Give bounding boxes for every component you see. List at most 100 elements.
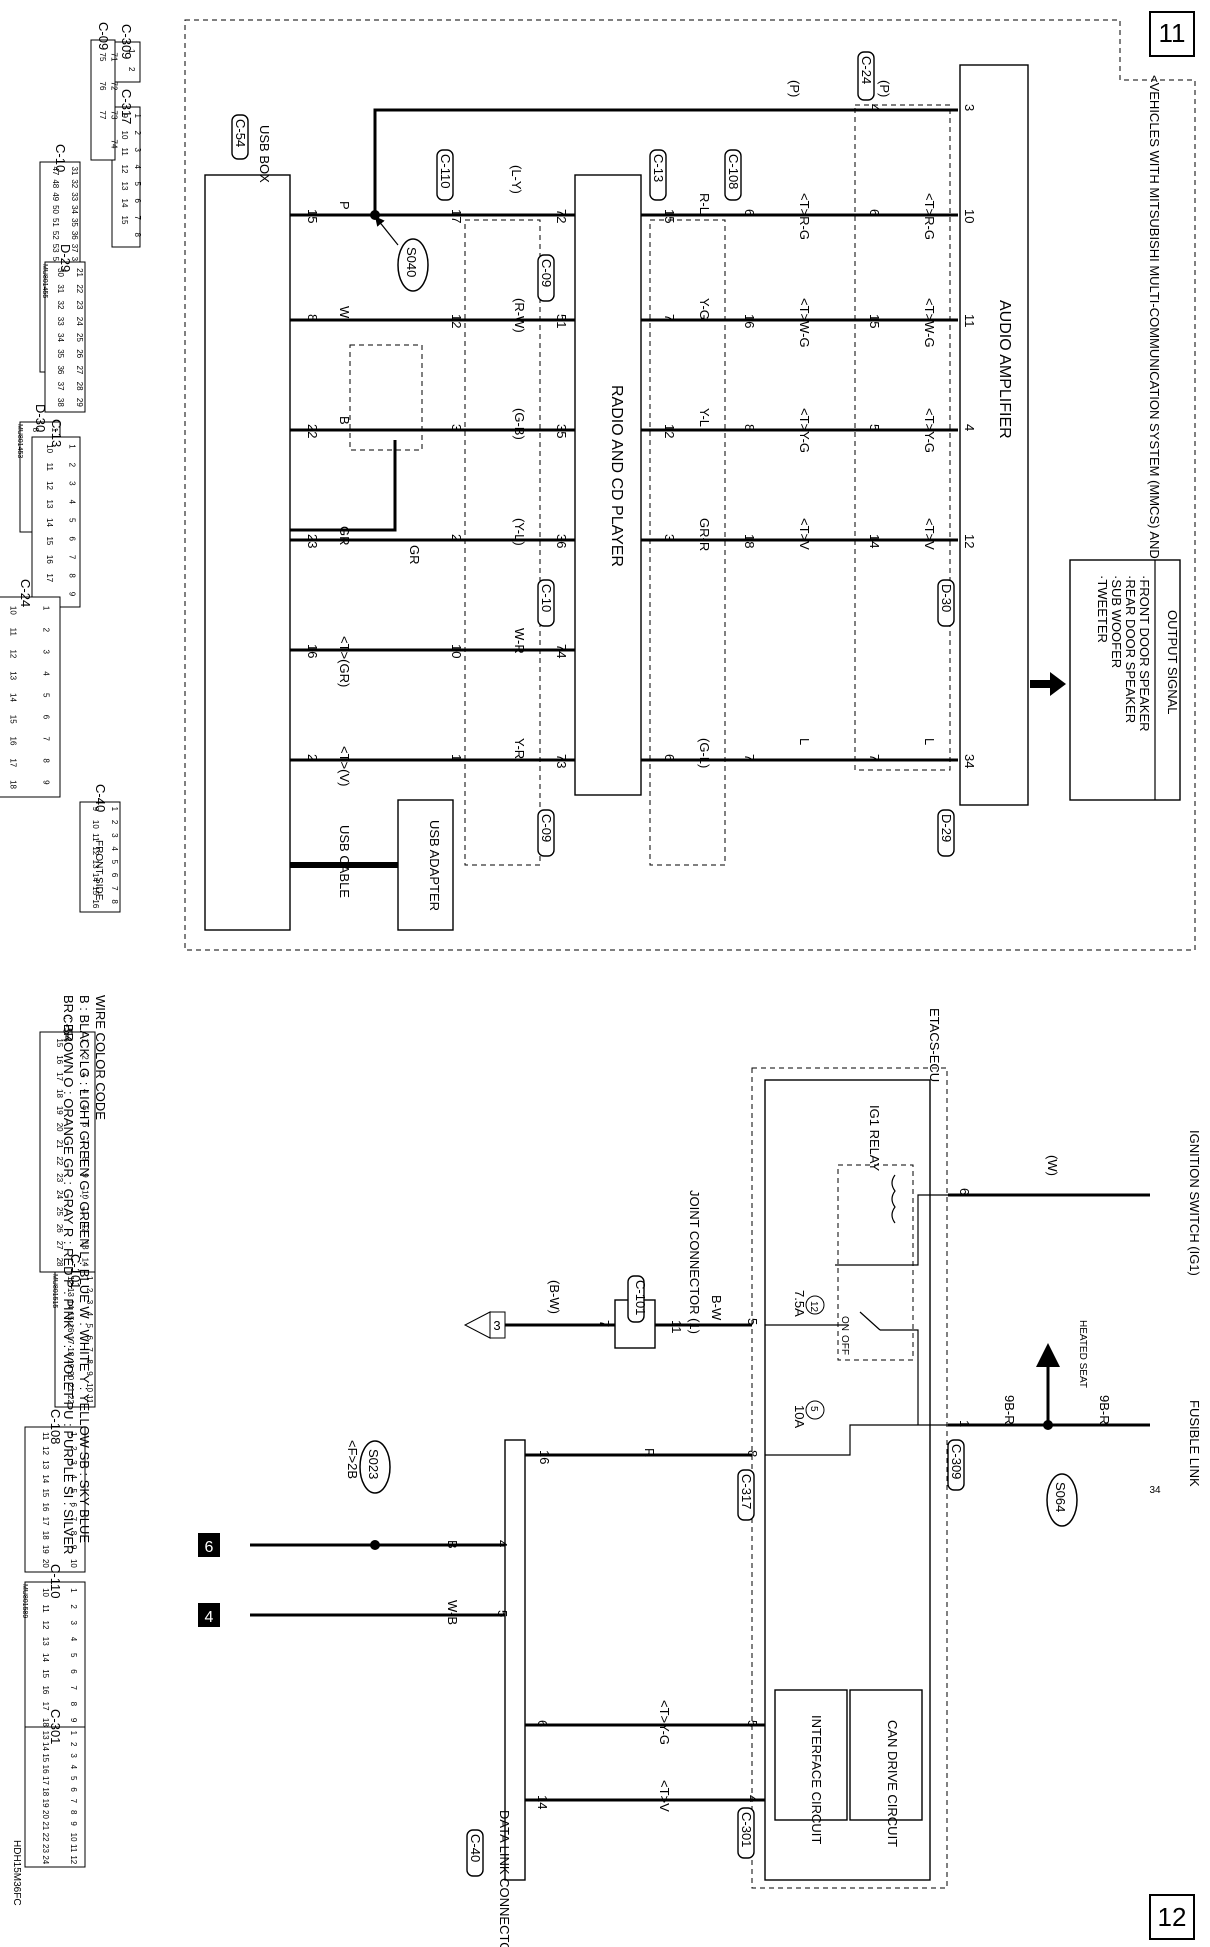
output-item-2: ·REAR DOOR SPEAKER xyxy=(1123,575,1138,723)
svg-text:34: 34 xyxy=(70,205,79,214)
svg-text:14: 14 xyxy=(45,518,54,527)
can-drive-box xyxy=(849,1689,923,1821)
svg-text:3: 3 xyxy=(68,481,77,486)
usb-adapter-box xyxy=(397,799,454,931)
connector-block-d-29: D-29212223242526272829303132333435363738… xyxy=(41,244,86,413)
svg-text:31: 31 xyxy=(56,284,65,293)
c24-pin-2: 15 xyxy=(867,314,882,328)
pin-j11: 11 xyxy=(669,1320,684,1334)
svg-text:8: 8 xyxy=(41,758,50,763)
svg-text:4: 4 xyxy=(85,1312,94,1317)
fuse-12: 12 7.5A xyxy=(792,1290,825,1317)
svg-text:20: 20 xyxy=(55,1123,64,1132)
svg-text:4: 4 xyxy=(110,846,119,851)
c13-pin-3: 12 xyxy=(662,424,677,438)
c13-wire-3: Y-L xyxy=(697,408,712,427)
svg-text:10: 10 xyxy=(69,1833,78,1842)
doc-code: HDH15M36FC xyxy=(11,1840,22,1906)
svg-text:32: 32 xyxy=(70,179,79,188)
svg-text:9: 9 xyxy=(69,1821,78,1826)
conn-c09b: C-09 xyxy=(537,809,555,857)
svg-text:18: 18 xyxy=(41,1787,50,1796)
ign-to-relay xyxy=(835,1194,948,1266)
usb-pin-3: 22 xyxy=(305,424,320,438)
svg-text:1: 1 xyxy=(41,606,50,611)
c13-harness xyxy=(649,219,726,866)
page-number-box-top xyxy=(1149,11,1195,57)
svg-text:2: 2 xyxy=(85,1288,94,1293)
svg-text:35: 35 xyxy=(70,218,79,227)
svg-text:3: 3 xyxy=(110,833,119,838)
data-link-label: DATA LINK CONNECTOR xyxy=(497,1810,512,1947)
svg-text:15: 15 xyxy=(120,216,129,225)
svg-text:14: 14 xyxy=(41,1474,50,1483)
svg-text:6: 6 xyxy=(110,873,119,878)
svg-text:B : BLACK LG : LIGHT GREEN: B : BLACK LG : LIGHT GREEN G : GREEN L :… xyxy=(77,995,92,1543)
svg-text:13: 13 xyxy=(81,1241,90,1250)
svg-text:5: 5 xyxy=(69,1653,78,1658)
svg-text:MU801589: MU801589 xyxy=(21,1584,28,1618)
wire-f2b: <F>2B xyxy=(345,1440,360,1479)
usb-adapter-label: USB ADAPTER xyxy=(427,820,442,911)
svg-text:2: 2 xyxy=(69,1604,78,1609)
svg-text:5: 5 xyxy=(85,1324,94,1329)
wire-wb-label: W-B xyxy=(445,1600,460,1625)
svg-text:16: 16 xyxy=(41,1765,50,1774)
svg-text:7: 7 xyxy=(133,216,142,221)
svg-text:15: 15 xyxy=(91,886,100,895)
pin-d6: 6 xyxy=(535,1720,550,1727)
ref-3-arrow xyxy=(463,1311,491,1339)
c110-pin-4: 2 xyxy=(449,534,464,541)
relay-coil xyxy=(891,1174,896,1224)
svg-text:1: 1 xyxy=(69,1588,78,1593)
conn-c09a: C-09 xyxy=(537,254,555,302)
output-item-4: ·TWEETER xyxy=(1095,575,1110,643)
svg-text:10: 10 xyxy=(120,131,129,140)
svg-text:D-30: D-30 xyxy=(33,404,48,432)
c13-wire-4: GR-R xyxy=(697,518,712,551)
wire-p-mid: (P) xyxy=(787,80,802,97)
svg-text:28: 28 xyxy=(55,1258,64,1267)
svg-text:16: 16 xyxy=(9,737,18,746)
fusible-num: 34 xyxy=(1149,1485,1161,1496)
svg-text:11: 11 xyxy=(41,1432,50,1441)
svg-text:23: 23 xyxy=(75,301,84,310)
svg-text:D-30: D-30 xyxy=(939,584,954,612)
c13-wire-2: Y-G xyxy=(697,298,712,320)
ig1-relay xyxy=(837,1164,914,1361)
wire-color-legend: WIRE COLOR CODE B : BLACK LG : LIGHT GRE… xyxy=(61,995,108,1554)
svg-text:15: 15 xyxy=(41,1669,50,1678)
svg-text:24: 24 xyxy=(75,317,84,326)
c13-pin-2: 7 xyxy=(662,314,677,321)
svg-text:8: 8 xyxy=(68,573,77,578)
c110-wire-2: (R-W) xyxy=(512,298,527,333)
svg-text:12: 12 xyxy=(69,1855,78,1864)
svg-text:19: 19 xyxy=(55,1106,64,1115)
c13-pin-6: 6 xyxy=(662,754,677,761)
usb-pin-4: 23 xyxy=(305,534,320,548)
svg-text:21: 21 xyxy=(75,268,84,277)
c110-wire-5: W-R xyxy=(512,628,527,654)
svg-text:1: 1 xyxy=(110,807,119,812)
amp-wire-6: L xyxy=(922,738,937,745)
svg-text:C-40: C-40 xyxy=(468,1834,483,1862)
amp-pin-6: 34 xyxy=(962,754,977,768)
pin-ign: 6 xyxy=(957,1188,972,1195)
svg-text:C-110: C-110 xyxy=(438,154,453,188)
svg-text:35: 35 xyxy=(56,349,65,358)
svg-text:13: 13 xyxy=(9,671,18,680)
usb-cable-label: USB CABLE xyxy=(337,825,352,898)
svg-text:3: 3 xyxy=(69,1460,78,1465)
svg-text:16: 16 xyxy=(91,899,100,908)
svg-text:2: 2 xyxy=(133,131,142,136)
usb-box-label: USB BOX xyxy=(257,125,272,183)
svg-text:48: 48 xyxy=(51,179,60,188)
conn-c101-bottom xyxy=(627,1275,645,1323)
svg-text:C-309: C-309 xyxy=(949,1444,964,1479)
svg-text:5: 5 xyxy=(81,1106,90,1111)
usb-pin-2: 8 xyxy=(305,314,320,321)
